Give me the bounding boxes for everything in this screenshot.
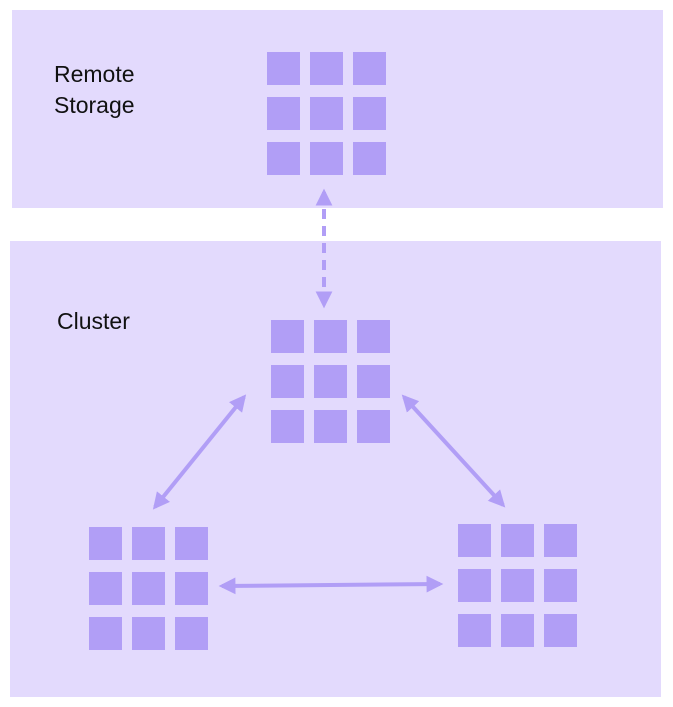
storage-block bbox=[310, 52, 343, 85]
storage-block bbox=[267, 142, 300, 175]
storage-block bbox=[175, 572, 208, 605]
arrow-left-to-right bbox=[218, 575, 444, 595]
storage-block bbox=[267, 97, 300, 130]
storage-block bbox=[353, 97, 386, 130]
storage-block bbox=[501, 614, 534, 647]
storage-block bbox=[353, 142, 386, 175]
storage-block bbox=[89, 572, 122, 605]
storage-block bbox=[271, 320, 304, 353]
storage-block bbox=[314, 320, 347, 353]
storage-block bbox=[89, 617, 122, 650]
storage-block bbox=[310, 97, 343, 130]
cluster-node-top bbox=[271, 320, 390, 443]
storage-block bbox=[132, 527, 165, 560]
cluster-node-right bbox=[458, 524, 577, 647]
storage-block bbox=[267, 52, 300, 85]
storage-block bbox=[175, 527, 208, 560]
storage-block bbox=[458, 614, 491, 647]
storage-block bbox=[357, 320, 390, 353]
remote-storage-node bbox=[267, 52, 386, 175]
arrow-top-to-right bbox=[401, 394, 506, 508]
storage-block bbox=[132, 617, 165, 650]
storage-block bbox=[314, 365, 347, 398]
arrow-top-to-left bbox=[152, 394, 247, 510]
storage-block bbox=[132, 572, 165, 605]
storage-block bbox=[175, 617, 208, 650]
storage-block bbox=[458, 569, 491, 602]
storage-block bbox=[357, 410, 390, 443]
storage-block bbox=[89, 527, 122, 560]
storage-block bbox=[310, 142, 343, 175]
storage-block bbox=[544, 524, 577, 557]
storage-block bbox=[458, 524, 491, 557]
storage-block bbox=[314, 410, 347, 443]
storage-block bbox=[271, 410, 304, 443]
storage-block bbox=[501, 524, 534, 557]
storage-block bbox=[353, 52, 386, 85]
storage-block bbox=[544, 569, 577, 602]
storage-block bbox=[544, 614, 577, 647]
cluster-node-left bbox=[89, 527, 208, 650]
storage-block bbox=[501, 569, 534, 602]
cluster-label: Cluster bbox=[57, 308, 130, 334]
remote-storage-label: Remote Storage bbox=[54, 61, 135, 118]
storage-block bbox=[357, 365, 390, 398]
storage-block bbox=[271, 365, 304, 398]
